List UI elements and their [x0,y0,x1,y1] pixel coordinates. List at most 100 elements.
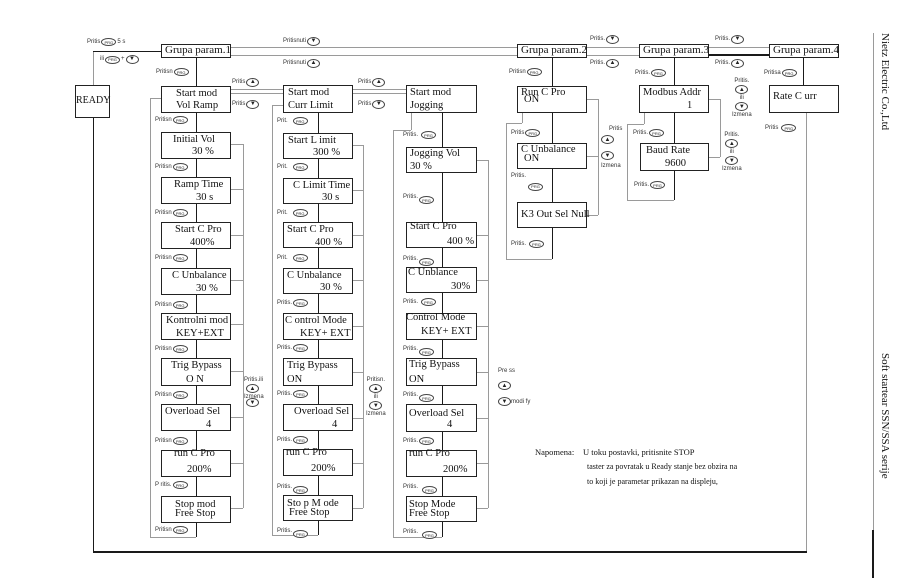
param-box: K3 Out Sel Null [517,202,590,228]
connector-line [272,105,283,106]
param-name: Start mod [176,88,218,99]
param-box: Modbus Addr 1 [639,85,709,113]
param-box: Trig Bypass ON [406,358,477,386]
prg-key-icon: PRG [651,69,666,77]
connector-line [477,372,488,373]
param-value: KEY+EXT [176,328,224,339]
param-box: Trig Bypass O N [161,358,231,386]
param-name: run C Pro [286,447,327,458]
press-prg-hint: Pritis.PRG [403,437,434,445]
connector-line [477,326,488,327]
param-box: Trig Bypass ON [283,358,353,386]
group1-enter-hint: Pritisn PRG [156,68,189,76]
group-param-2: Grupa param.2 [517,44,587,58]
start-mode-down-hint: Pritis ▼ [358,100,386,109]
prg-key-icon: PRG [419,348,434,356]
press-prg-hint: Pritis.PRG [277,390,308,398]
hint-label: Pritis. [590,36,605,42]
param-value: 4 [332,419,338,430]
up-key-icon: ▲ [307,59,321,68]
prg-key-icon: PRG [293,344,308,352]
param-box: C Unbalance 30 % [283,268,353,294]
connector-line [230,144,243,145]
connector-line [627,124,628,200]
param-name: Trig Bypass [287,360,338,371]
connector-line [93,118,94,551]
prg-key-icon: PRG [105,55,120,64]
press-prg-hint: Pritis.PRG [277,481,308,494]
connector-line [506,123,507,259]
param-value: ON [524,94,540,105]
hint-label: Pritis. [635,69,650,76]
hint-label: Pritis. [403,131,418,138]
press-prg-hint: Prit.PRG [277,254,308,262]
param-name: K3 Out Sel Null [521,209,590,220]
connector-line [353,280,363,281]
hint-label: Pritis. [277,436,292,443]
hint-label: Prit. [277,163,288,170]
group1-to-group2-down-hint: Pritisnuti ▼ [283,37,321,46]
param-box: Stop Mode Free Stop [406,496,477,522]
param-value: 30% [451,281,471,292]
hint-label: Pritis. [403,255,418,262]
hold-prg-5s-hint: Pritis PRG 5 s [87,38,125,46]
up-key-icon: ▲ [601,135,614,144]
connector-line [353,463,363,464]
connector-line [552,58,553,86]
param-value: Curr Limit [288,100,334,111]
press-prg-hint: Pritis.PRG [634,181,665,189]
group4-to-group3-up-hint: Pritis. ▲ [715,59,744,68]
param-name: Stop mod [175,499,216,510]
hint-label: Pritisa [764,69,781,76]
press-prg-hint: Pritis.PRG [511,173,543,191]
press-prg-hint: Pritis.PRG [403,342,434,356]
hint-label: Pritis. [634,181,649,188]
up-key-icon: ▲ [725,139,739,148]
hint-label: Pritisn [155,437,172,444]
prg-key-icon: PRG [172,437,188,445]
hint-label: Pritis. [511,173,526,179]
prg-plus-down-hint: ili PRG + ▼ [100,55,139,64]
param-name: Modbus Addr [643,87,702,98]
hint-label: Pritis. [403,483,418,490]
connector-line [353,89,406,90]
param-name: Stop Mode [409,499,456,510]
hint-label: Pritisn [155,209,172,216]
press-prg-hint: Pritis.PRG [277,525,308,538]
prg-key-icon: PRG [172,391,188,399]
hint-label: Izmena [722,166,742,172]
hint-label: Pritisn [155,526,172,533]
hint-label: Pritisn [155,301,172,308]
connector-line [230,280,243,281]
up-key-icon: ▲ [246,78,260,87]
connector-line [393,130,411,131]
connector-line [353,145,363,146]
hint-label: Pritisn [155,345,172,352]
down-key-icon: ▼ [731,35,744,44]
connector-line [353,326,363,327]
start-mode-up-hint: Pritis ▲ [358,78,386,87]
hint-label: Pritis. [277,484,292,490]
prg-key-icon: PRG [419,196,434,204]
connector-line [230,417,243,418]
param-box: Start C Pro 400 % [406,221,477,248]
hint-label: ili [729,149,734,155]
connector-line [393,130,394,537]
hint-label: P ritis. [155,481,172,488]
modify-value-hint: Pritis. ▲ ili ▼ Izmena [732,78,752,118]
param-box-start-mode: Start mod Jogging [406,85,477,113]
param-value: Free Stop [289,507,330,518]
hint-label: Pritisn [155,116,172,123]
connector-line [230,235,243,236]
param-name: Baud Rate [646,145,691,156]
hint-label: Pritis. [724,132,740,138]
connector-line [230,189,243,190]
connector-line [231,47,517,48]
prg-key-icon: PRG [422,486,437,494]
ready-state-box: READY [75,85,110,118]
